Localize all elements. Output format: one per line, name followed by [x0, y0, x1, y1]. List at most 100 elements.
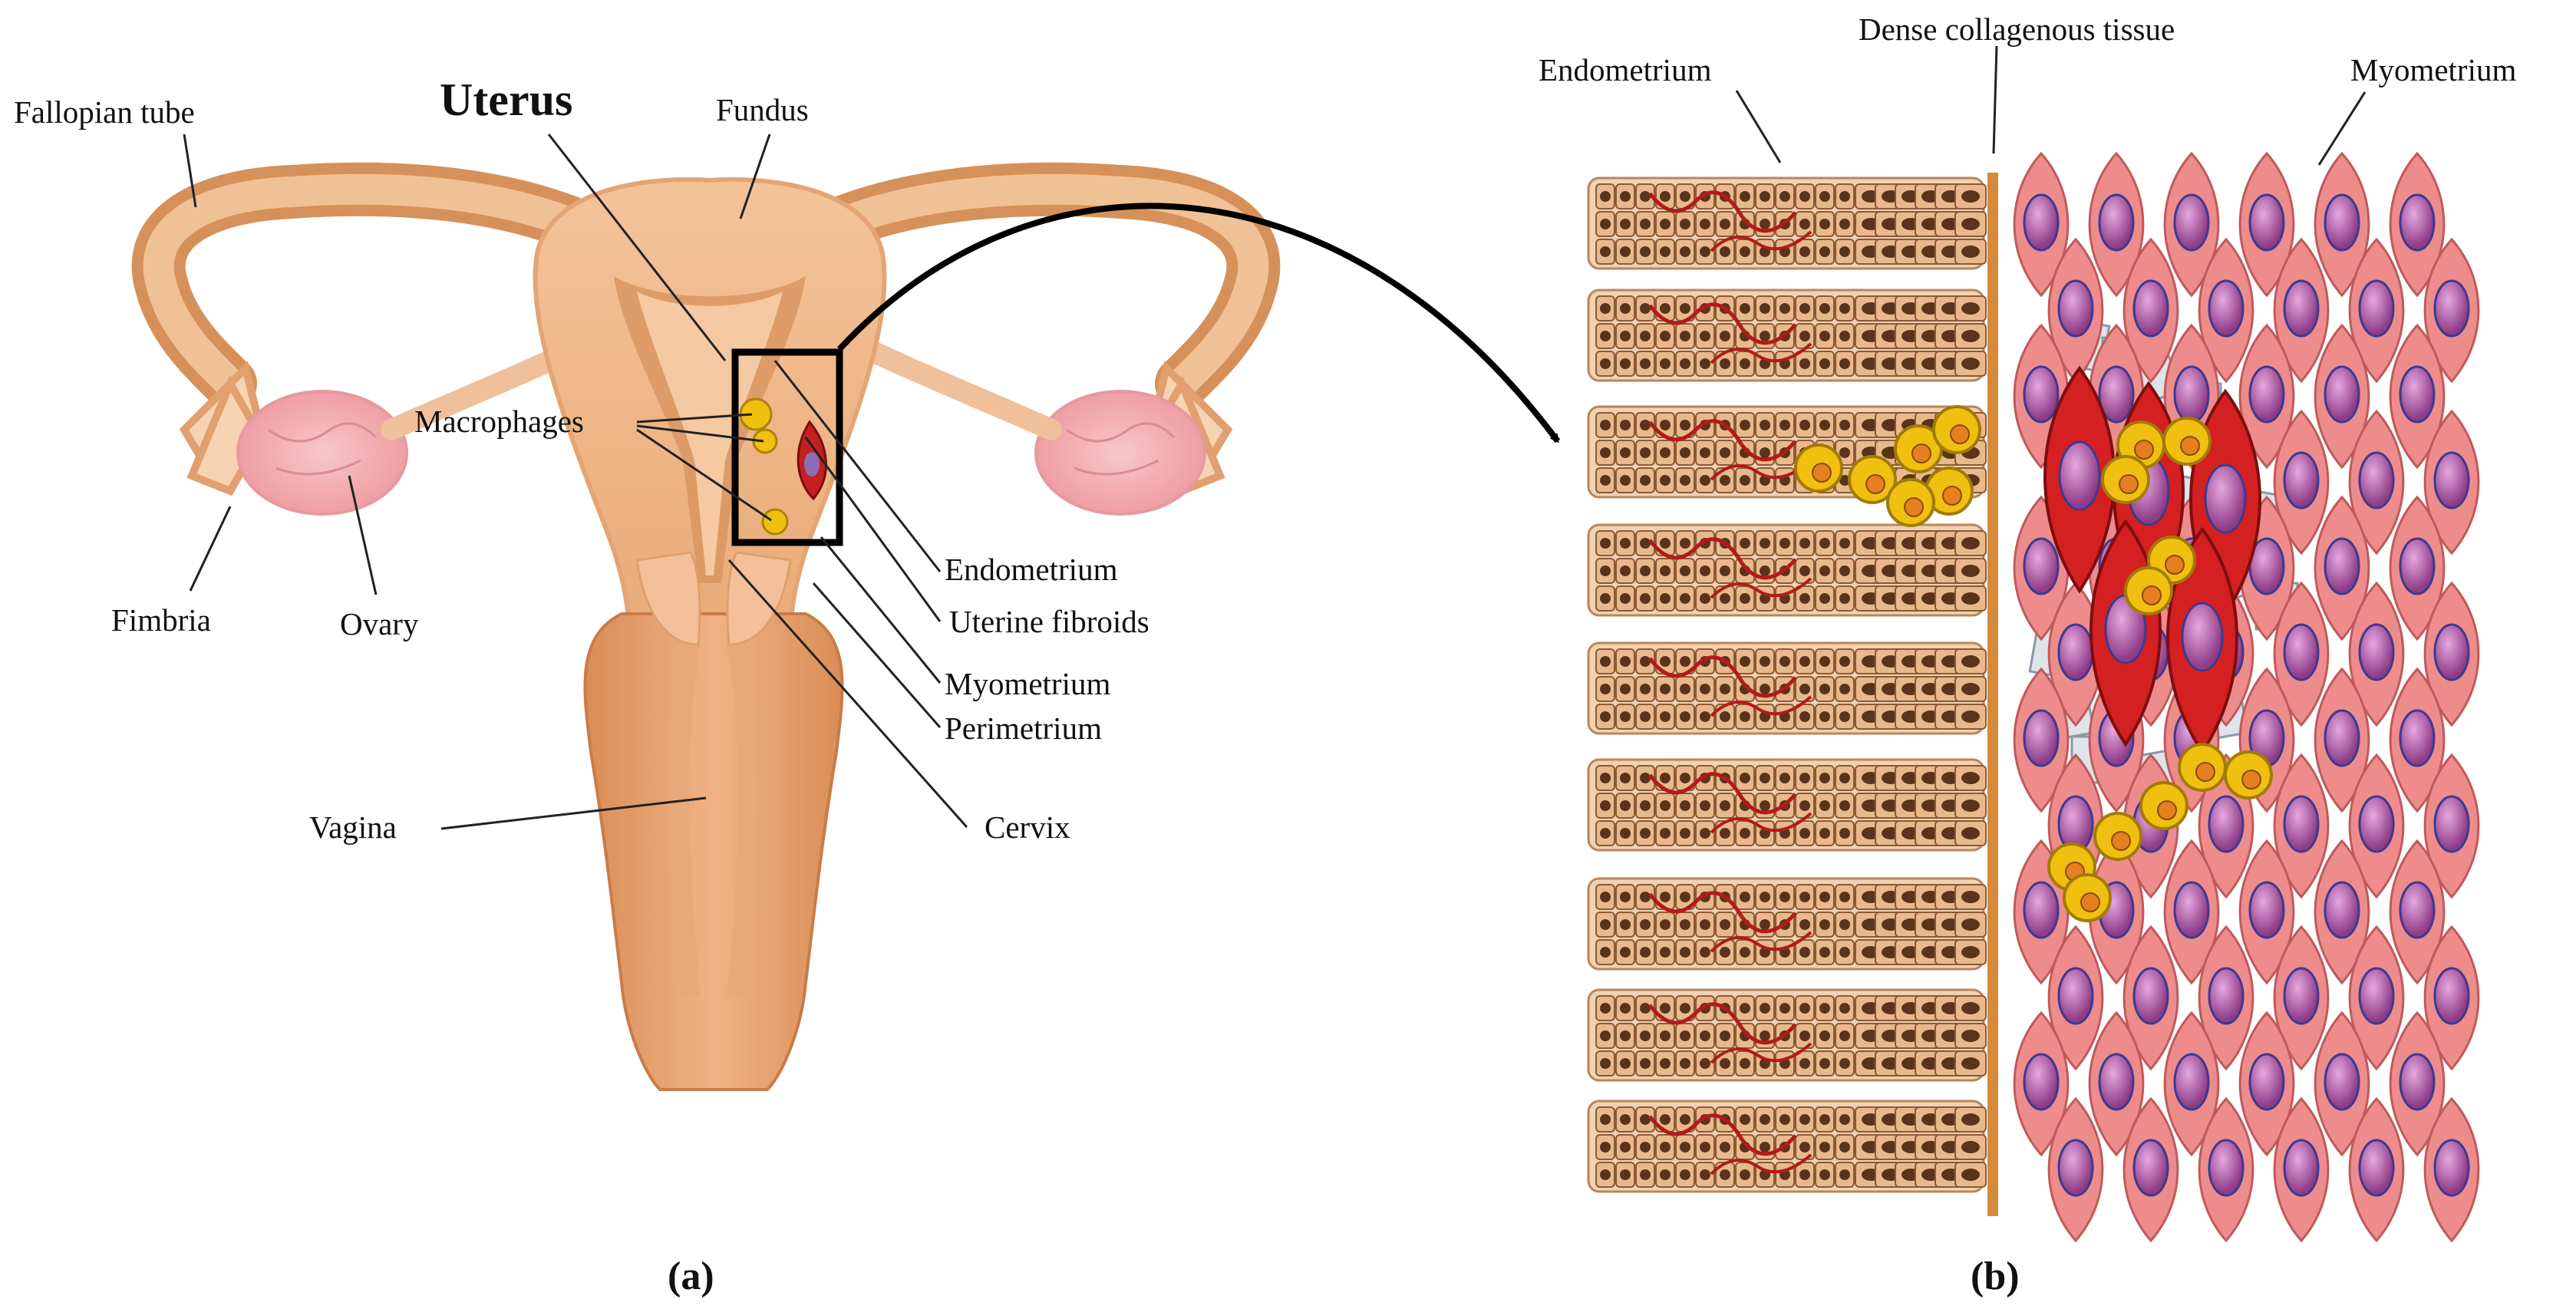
endometrium-row: [1587, 289, 1987, 382]
panel-a-leader-lines: [183, 134, 968, 830]
label-myometrium-a: Myometrium: [945, 666, 1110, 701]
myometrial-cell: [2423, 409, 2480, 556]
myometrial-cell: [2273, 581, 2330, 727]
endometrium-row: [1587, 176, 1987, 270]
myometrial-cell: [2273, 409, 2330, 556]
myometrial-cell: [2238, 839, 2295, 985]
macrophage: [1925, 467, 1974, 516]
myometrial-cell: [2122, 925, 2179, 1071]
macrophage: [2063, 873, 2112, 922]
myometrial-cell: [2423, 1096, 2480, 1243]
label-fimbria: Fimbria: [111, 602, 211, 638]
fibroid-cell: [2043, 365, 2116, 594]
left-ovary: [236, 390, 408, 516]
label-vagina: Vagina: [309, 809, 397, 845]
caption-a: (a): [668, 1255, 714, 1298]
label-ovary: Ovary: [340, 606, 419, 641]
myometrium-tissue: [2013, 151, 2480, 1243]
macrophages-b: [1794, 405, 2273, 922]
myometrial-cell: [2273, 925, 2330, 1071]
myometrial-cell: [2088, 151, 2145, 298]
myometrial-cell: [2273, 1096, 2330, 1243]
myometrial-cell: [2198, 237, 2254, 384]
myometrial-cell: [2314, 667, 2370, 813]
dense-collagenous-tissue-band: [1987, 173, 1998, 1216]
endometrium-row: [1587, 1100, 1987, 1193]
label-endometrium-b: Endometrium: [1539, 52, 1712, 87]
myometrial-cell: [2423, 581, 2480, 727]
myometrial-cell: [2348, 1096, 2405, 1243]
myometrial-cell: [2047, 925, 2104, 1071]
label-uterine-fibroids: Uterine fibroids: [949, 604, 1149, 639]
myometrial-cell: [2198, 1096, 2254, 1243]
myometrial-cell: [2423, 753, 2480, 899]
panel-b-labels: Endometrium Dense collagenous tissue Myo…: [1539, 12, 2516, 1298]
macrophage: [2178, 743, 2227, 792]
label-myometrium-b: Myometrium: [2350, 52, 2516, 87]
myometrial-cell: [2389, 667, 2446, 813]
right-ovary: [1034, 390, 1206, 516]
myometrial-cell: [2088, 1011, 2145, 1157]
myometrial-cell: [2238, 1011, 2295, 1157]
panel-b-illustration: [1587, 45, 2480, 1243]
panel-a-labels: Uterus Fallopian tube Fundus Macrophages…: [14, 74, 1149, 1298]
myometrial-cell: [2013, 1011, 2070, 1157]
myometrial-cell: [2047, 1096, 2104, 1243]
macrophage: [1932, 405, 1981, 454]
myometrial-cell: [2163, 1011, 2220, 1157]
myometrial-cell: [2389, 323, 2446, 470]
myometrial-cell: [2314, 495, 2370, 641]
myometrial-cell: [2122, 1096, 2179, 1243]
myometrial-cell: [2013, 151, 2070, 298]
myometrial-cell: [2348, 237, 2405, 384]
endometrium-row: [1587, 523, 1987, 617]
myometrial-cell: [2423, 237, 2480, 384]
myometrial-cell: [2314, 839, 2370, 985]
myometrial-cell: [2198, 925, 2254, 1071]
myometrial-cell: [2314, 323, 2370, 470]
panel-a-illustration: [131, 134, 1561, 1091]
myometrial-cell: [2238, 323, 2295, 470]
macrophage: [1886, 478, 1935, 527]
myometrial-cell: [2348, 925, 2405, 1071]
label-fundus: Fundus: [716, 92, 809, 127]
highlight-box: [731, 348, 843, 546]
label-uterus-title: Uterus: [440, 74, 572, 125]
label-dense-collagenous-tissue: Dense collagenous tissue: [1859, 12, 2175, 47]
endometrium-tissue: [1587, 176, 1987, 1193]
myometrial-cell: [2013, 667, 2070, 813]
macrophage: [1894, 424, 1943, 473]
macrophage: [2139, 781, 2188, 830]
myometrial-cell: [2047, 581, 2104, 727]
myometrial-cell: [2348, 581, 2405, 727]
macrophage: [2162, 417, 2212, 466]
myometrial-cell: [2273, 753, 2330, 899]
myometrial-cell: [2163, 839, 2220, 985]
myometrial-cell: [2389, 839, 2446, 985]
fibroid-cells: [2043, 365, 2261, 755]
endometrium-row: [1587, 988, 1987, 1082]
myometrial-cell: [2163, 151, 2220, 298]
endometrium-row: [1587, 877, 1987, 971]
macrophage: [2224, 750, 2273, 800]
myometrial-cell: [2122, 237, 2179, 384]
macrophage: [2101, 455, 2150, 504]
myometrial-cell: [2389, 1011, 2446, 1157]
macrophage: [1848, 455, 1897, 504]
macrophage: [2124, 566, 2173, 615]
panel-b-leader-lines: [1735, 45, 2367, 166]
myometrial-cell: [2314, 1011, 2370, 1157]
label-perimetrium: Perimetrium: [945, 711, 1102, 746]
myometrial-cell: [2423, 925, 2480, 1071]
endometrium-row: [1587, 758, 1987, 852]
myometrial-cell: [2273, 237, 2330, 384]
label-fallopian-tube: Fallopian tube: [14, 94, 195, 130]
myometrial-cell: [2389, 495, 2446, 641]
macrophage: [1794, 443, 1843, 493]
zoom-arrow: [837, 203, 1561, 443]
label-endometrium-a: Endometrium: [945, 552, 1118, 587]
label-cervix: Cervix: [985, 809, 1070, 845]
cervix-shape: [635, 551, 792, 646]
myometrial-cell: [2389, 151, 2446, 298]
